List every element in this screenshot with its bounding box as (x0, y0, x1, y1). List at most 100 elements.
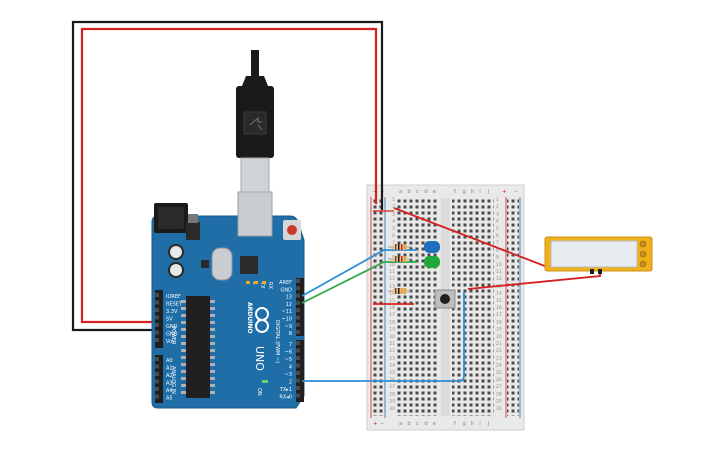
row-number: 27 (389, 384, 395, 390)
row-number: 19 (389, 327, 395, 333)
row-number: 21 (389, 341, 395, 347)
header-pin[interactable] (155, 300, 159, 305)
header-pin[interactable] (155, 330, 159, 335)
header-pin[interactable] (296, 300, 300, 305)
row-number: 20 (496, 334, 502, 340)
wire-pin13-blue[interactable] (301, 249, 417, 297)
header-pin[interactable] (155, 293, 159, 297)
usb-port[interactable] (237, 191, 273, 237)
row-number: 18 (496, 319, 502, 325)
row-number: 5 (392, 226, 395, 232)
row-number: 23 (496, 355, 502, 361)
pin-label: 13 (286, 295, 292, 301)
header-pin[interactable] (296, 356, 300, 360)
column-letter: h (471, 189, 475, 195)
header-pin[interactable] (155, 372, 159, 376)
row-number: 4 (392, 219, 395, 225)
row-number: 22 (389, 348, 395, 354)
resistor-1[interactable] (388, 244, 412, 250)
header-pin[interactable] (296, 363, 300, 368)
header-pin[interactable] (155, 338, 159, 342)
pin-label: A0 (166, 358, 173, 364)
wire-lcd-vcc[interactable] (393, 207, 551, 269)
header-pin[interactable] (296, 378, 300, 383)
header-pin[interactable] (296, 386, 300, 390)
resistor-3[interactable] (388, 288, 412, 294)
wire-pin2-blue[interactable] (302, 292, 465, 382)
column-letter: c (416, 421, 419, 427)
pin-label: Vin (166, 339, 174, 345)
green-led[interactable] (424, 256, 440, 268)
header-pin[interactable] (296, 393, 300, 398)
row-number: 7 (392, 240, 395, 246)
header-pin[interactable] (296, 279, 300, 283)
row-number: 28 (496, 391, 502, 397)
header-pin[interactable] (155, 357, 159, 361)
power-section-label: POWER (170, 326, 176, 345)
pin-label: TX▸1 (279, 387, 292, 393)
row-number: 9 (496, 255, 499, 261)
header-pin[interactable] (296, 322, 300, 327)
pin-label: ~10 (281, 317, 292, 323)
column-letter: f (454, 189, 457, 195)
resistor-2[interactable] (388, 256, 412, 262)
row-number: 4 (496, 219, 499, 225)
header-pin[interactable] (296, 286, 300, 291)
row-number: 8 (496, 247, 499, 253)
crystal-oscillator (211, 247, 233, 281)
voltage-regulator (186, 222, 200, 240)
column-letter: g (462, 189, 466, 195)
row-number: 29 (496, 399, 502, 405)
row-number: 2 (392, 204, 395, 210)
wire-black-gnd[interactable] (71, 20, 384, 332)
header-pin[interactable] (155, 315, 159, 320)
header-pin[interactable] (155, 364, 159, 369)
column-letter: g (462, 421, 466, 427)
pin-label: 7 (289, 342, 292, 348)
lcd-display[interactable] (544, 236, 653, 274)
header-pin[interactable] (155, 308, 159, 312)
on-label: ON (256, 388, 262, 396)
pin-label: 4 (289, 365, 292, 371)
header-pin[interactable] (155, 323, 159, 327)
column-letter: a (399, 421, 402, 427)
row-number: 30 (389, 406, 395, 412)
wire-pin12-green[interactable] (301, 261, 417, 304)
pin-label: A1 (166, 366, 173, 372)
blue-led[interactable] (417, 241, 440, 258)
header-pin[interactable] (296, 348, 300, 353)
column-letter: j (487, 421, 490, 427)
pin-label: A4 (166, 388, 173, 394)
header-pin[interactable] (296, 308, 300, 313)
pin-label: 2 (289, 380, 292, 386)
wire-red-5v[interactable] (80, 27, 378, 324)
pin-label: ~6 (285, 350, 292, 356)
row-number: 11 (496, 269, 502, 275)
analog-header (155, 355, 163, 403)
pushbutton[interactable] (434, 289, 456, 309)
arduino-uno-board[interactable]: IOREFRESET3.3V5VGNDGNDVinA0A1A2A3A4A5ARE… (151, 191, 305, 409)
brand-label: ARDUINO (246, 302, 253, 333)
usb-cable-icon[interactable] (236, 50, 274, 193)
row-number: 30 (496, 406, 502, 412)
header-pin[interactable] (296, 330, 300, 335)
row-number: 7 (496, 240, 499, 246)
row-number: 22 (496, 348, 502, 354)
header-pin[interactable] (155, 387, 159, 391)
row-number: 12 (389, 276, 395, 282)
row-number: 12 (496, 276, 502, 282)
row-number: 1 (392, 197, 395, 203)
row-number: 6 (392, 233, 395, 239)
terminal-strip-left (397, 198, 439, 416)
column-letter: h (471, 421, 475, 427)
row-number: 27 (496, 384, 502, 390)
left-power-rail (372, 198, 384, 416)
header-pin[interactable] (296, 341, 300, 345)
header-pin[interactable] (296, 315, 300, 320)
column-letter: i (479, 421, 481, 427)
header-pin[interactable] (155, 394, 159, 399)
pin-label: GND (166, 324, 178, 330)
header-pin[interactable] (296, 371, 300, 375)
header-pin[interactable] (296, 293, 300, 298)
header-pin[interactable] (155, 379, 159, 384)
